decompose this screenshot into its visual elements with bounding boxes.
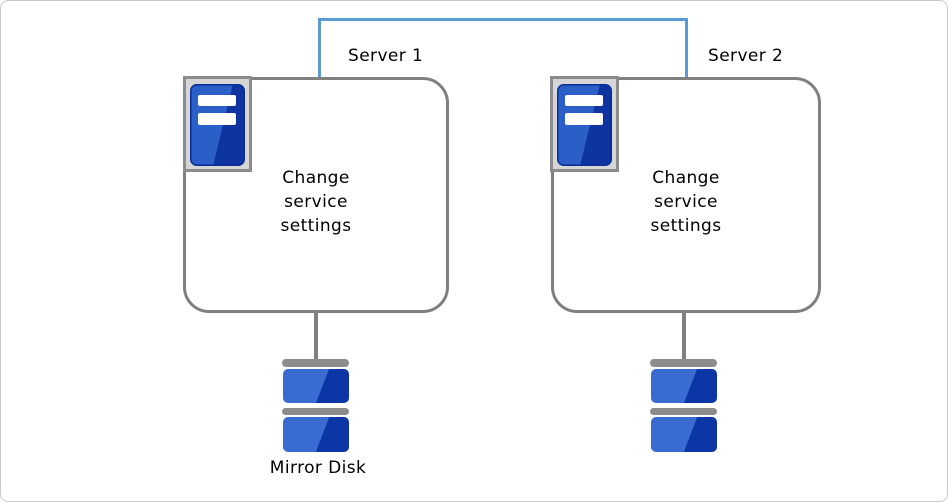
server1-disk-connector-line	[314, 312, 318, 360]
mirror-disk-platter-top	[283, 369, 349, 403]
server2-disk-platter-bottom	[651, 417, 717, 452]
server2-disk-icon	[650, 359, 717, 367]
server2-tower-icon	[550, 76, 619, 172]
server1-label: Server 1	[348, 46, 424, 66]
mirror-disk-label: Mirror Disk	[269, 458, 367, 478]
mirror-disk-icon	[282, 359, 349, 367]
server2-label: Server 2	[708, 46, 784, 66]
server2-disk-platter-top	[651, 369, 717, 403]
interconnect-line-right	[685, 18, 688, 78]
server2-disk-divider	[650, 408, 717, 415]
server2-action-text: Change service settings	[650, 168, 722, 236]
server2-box: Change service settings	[551, 77, 821, 313]
server2-disk-connector-line	[682, 312, 686, 360]
interconnect-line-top	[318, 18, 688, 21]
interconnect-line-left	[318, 18, 321, 78]
mirror-disk-divider	[282, 408, 349, 415]
server1-action-text: Change service settings	[280, 168, 352, 236]
mirror-disk-platter-bottom	[283, 417, 349, 452]
server1-tower-icon	[183, 76, 252, 172]
